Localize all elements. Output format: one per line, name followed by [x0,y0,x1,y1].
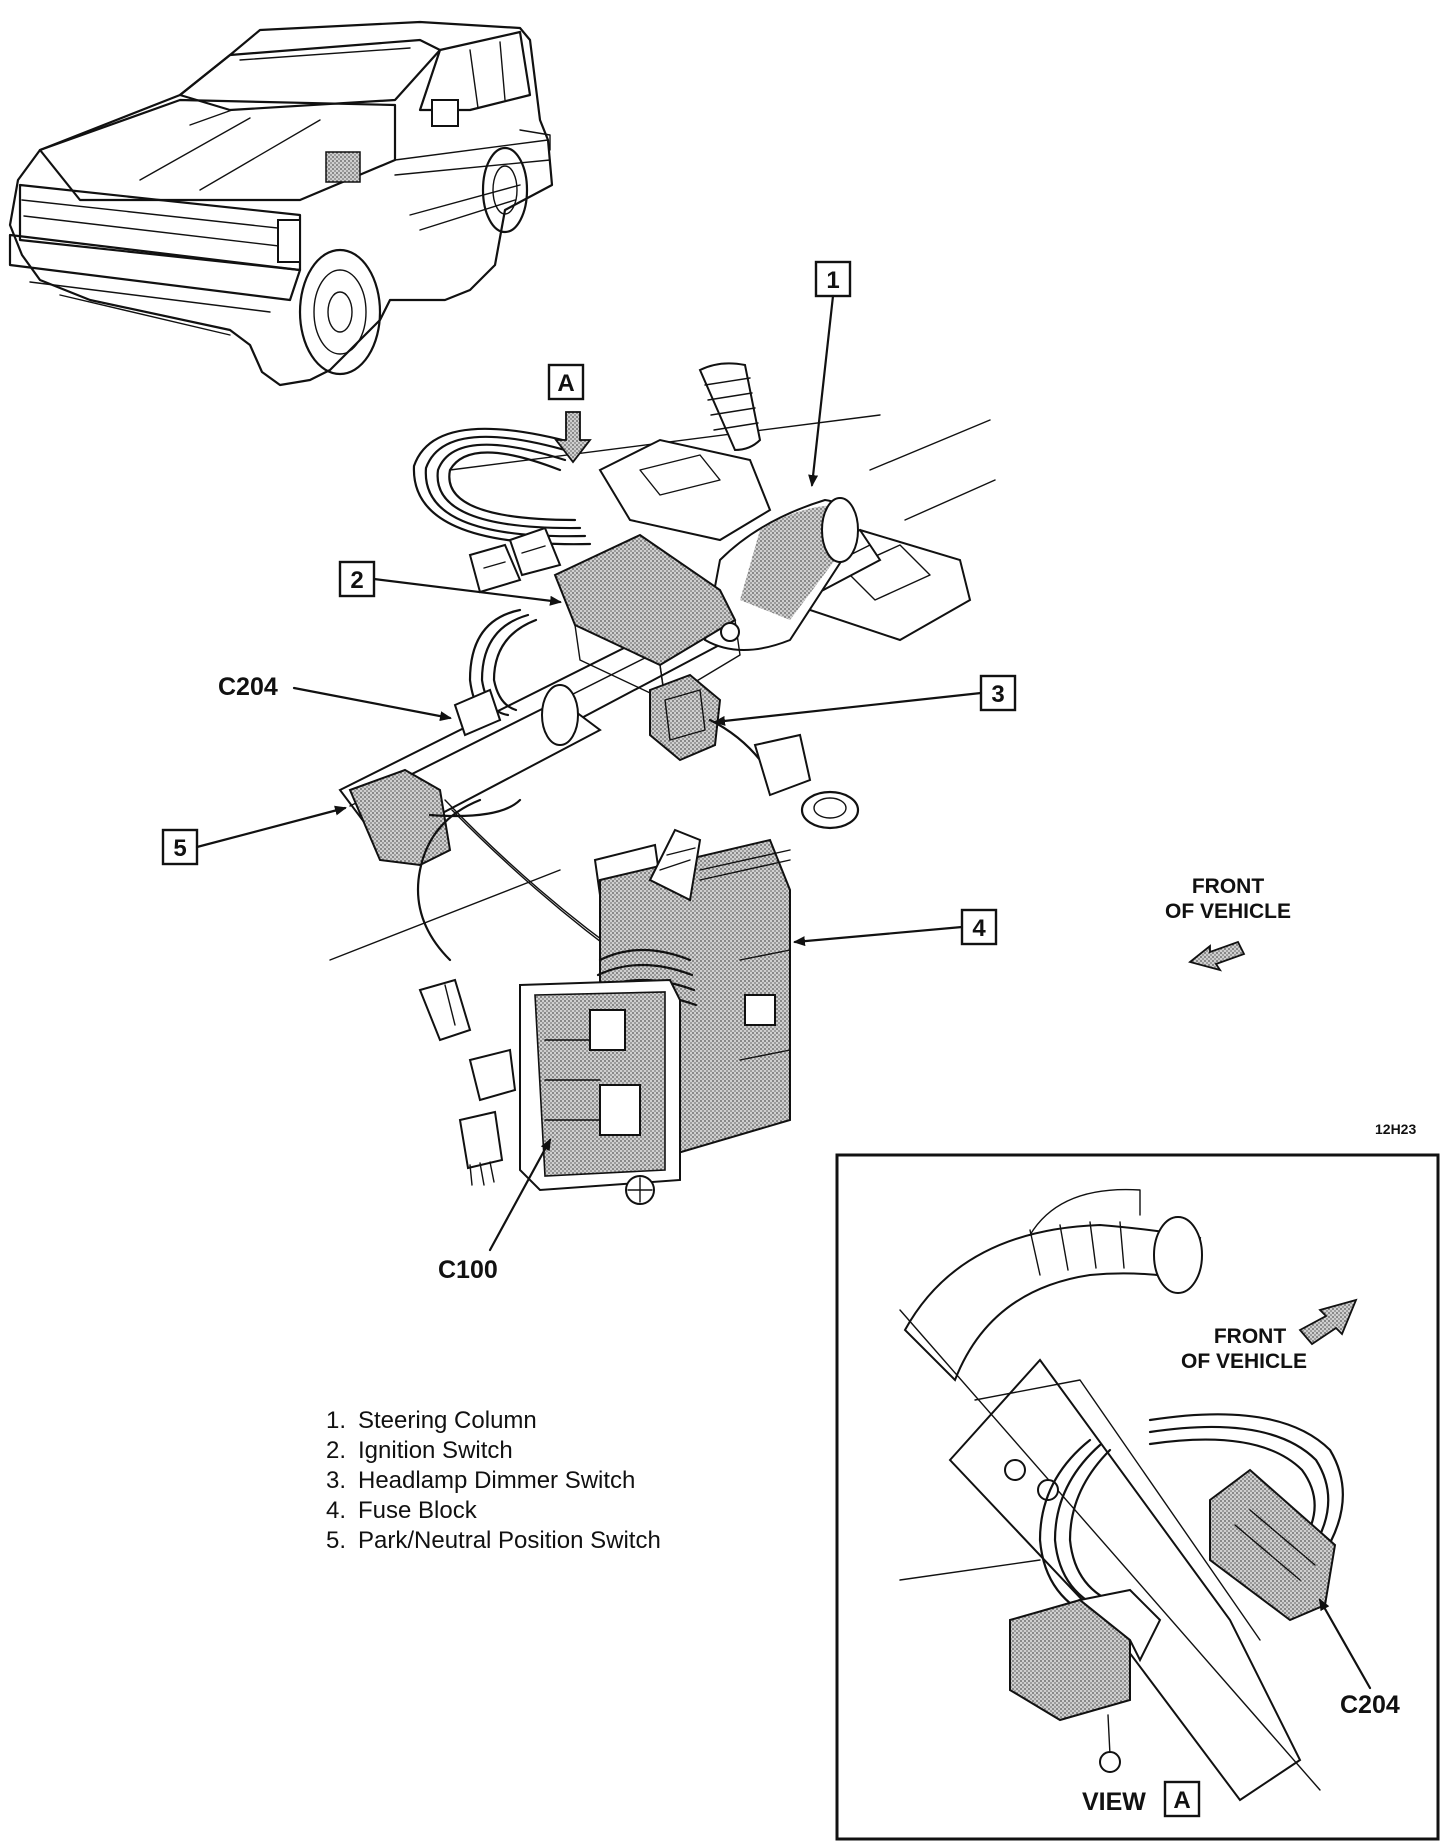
svg-text:OF VEHICLE: OF VEHICLE [1181,1350,1307,1373]
svg-text:VIEW: VIEW [1082,1788,1146,1816]
svg-text:C204: C204 [218,673,278,701]
svg-text:C100: C100 [438,1256,498,1284]
svg-text:OF VEHICLE: OF VEHICLE [1165,900,1291,923]
legend-number: 2. [325,1437,346,1464]
legend-number: 1. [325,1407,346,1434]
c204-label-main: C204 [218,673,452,722]
svg-text:A: A [557,370,574,397]
svg-text:4: 4 [972,915,986,942]
view-a-inset: FRONT OF VEHICLE C204 VIEW A [835,1153,1440,1841]
arrow-left-icon [1188,940,1246,972]
callout-3: 3 [713,674,1017,726]
svg-text:5: 5 [173,835,186,862]
svg-text:A: A [1173,1787,1190,1814]
legend-label: Fuse Block [358,1497,477,1524]
legend-label: Headlamp Dimmer Switch [358,1467,636,1494]
legend-label: Park/Neutral Position Switch [358,1527,661,1554]
callout-2: 2 [338,560,562,606]
callout-4: 4 [793,908,998,947]
legend-number: 4. [325,1497,346,1524]
svg-text:2: 2 [350,567,363,594]
component-legend: 1. Steering Column 2. Ignition Switch 3. He… [308,1406,661,1556]
legend-label: Ignition Switch [358,1437,513,1464]
svg-text:FRONT: FRONT [1192,875,1264,898]
callout-view-a: A [547,363,592,464]
steering-column-assembly [329,362,996,1205]
legend-item: 1. Steering Column [308,1406,661,1436]
legend-item: 3. Headlamp Dimmer Switch [308,1466,661,1496]
callout-5: 5 [161,805,347,866]
svg-text:1: 1 [826,267,839,294]
svg-text:3: 3 [991,681,1004,708]
front-of-vehicle-main: FRONT OF VEHICLE [1165,875,1291,972]
legend-number: 3. [325,1467,346,1494]
figure-id: 12H23 [1375,1121,1416,1137]
vehicle-illustration [8,20,554,387]
legend-number: 5. [325,1527,346,1554]
svg-text:FRONT: FRONT [1214,1325,1286,1348]
legend-item: 5. Park/Neutral Position Switch [308,1526,661,1556]
c100-label: C100 [438,1138,552,1284]
legend-label: Steering Column [358,1407,537,1434]
arrow-right-icon [1298,1298,1358,1346]
legend-item: 4. Fuse Block [308,1496,661,1526]
callout-1: 1 [808,260,852,487]
legend-item: 2. Ignition Switch [308,1436,661,1466]
svg-text:C204: C204 [1340,1691,1400,1719]
